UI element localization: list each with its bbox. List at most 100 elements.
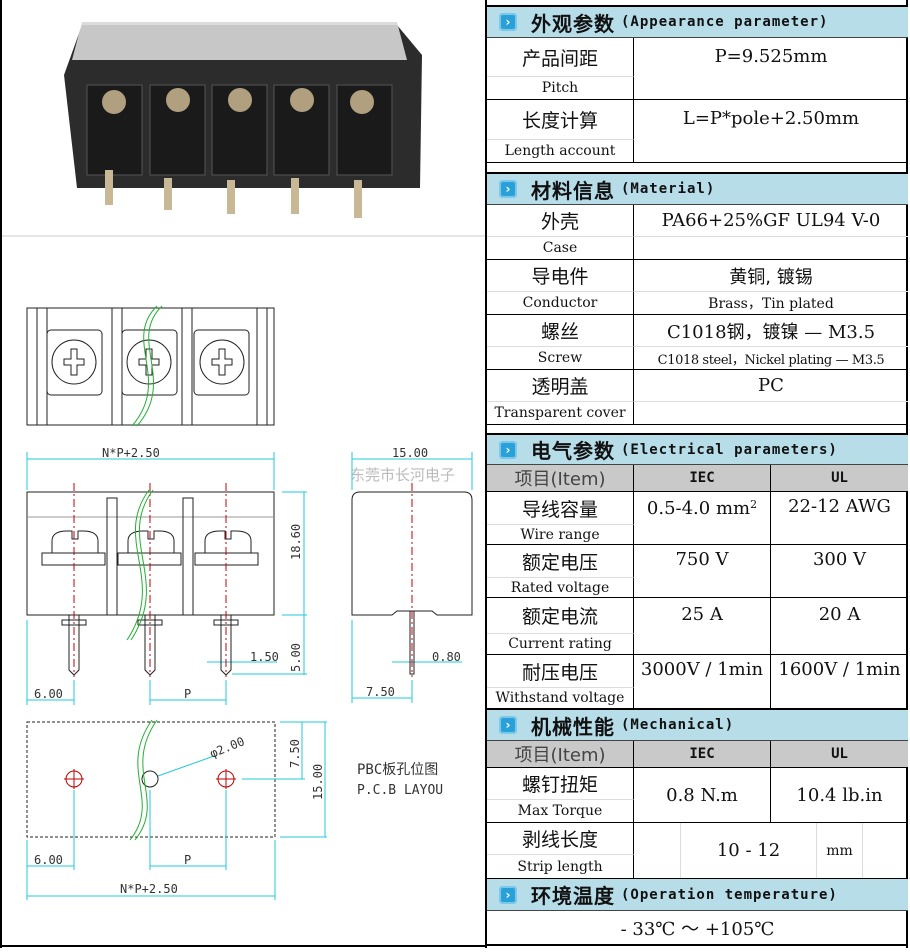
row-label-en: Pitch xyxy=(487,77,634,100)
row-label-cn: 导线容量 xyxy=(487,492,634,525)
temperature-value: - 33℃ ～ +105℃ xyxy=(620,918,775,940)
hole-diameter-dim: φ2.00 xyxy=(208,734,247,761)
table-row: 导电件 Conductor 黄铜, 镀锡 Brass，Tin plated xyxy=(487,260,908,315)
table-row: 额定电压 Rated voltage 750 V 300 V xyxy=(487,545,908,598)
side-view xyxy=(351,452,473,703)
section-title-en: (Appearance parameter) xyxy=(621,14,829,30)
chevron-right-icon: › xyxy=(499,440,517,459)
row-label-cn: 导电件 xyxy=(487,260,634,292)
ul-value: 20 A xyxy=(771,598,908,655)
table-row: 长度计算 Length account L=P*pole+2.50mm xyxy=(487,100,908,163)
row-value-en: Brass，Tin plated xyxy=(634,292,908,315)
technical-drawing: N*P+2.50 18.60 5.00 1.50 6.00 P 15.00 0.… xyxy=(2,22,485,947)
pitch-dim: P xyxy=(184,687,191,701)
front-view xyxy=(26,452,307,705)
drawing-panel: N*P+2.50 18.60 5.00 1.50 6.00 P 15.00 0.… xyxy=(0,0,485,948)
item-header-row: 项目(Item) IEC UL xyxy=(487,465,908,492)
ul-value: 1600V / 1min xyxy=(771,655,908,709)
table-row: 螺丝 Screw C1018钢，镀镍 — M3.5 C1018 steel，Ni… xyxy=(487,315,908,370)
row-label-cn: 产品间距 xyxy=(487,38,634,77)
iec-value: 3000V / 1min xyxy=(634,655,771,709)
row-label-en: Screw xyxy=(487,347,634,370)
row-value: P=9.525mm xyxy=(634,38,908,100)
iec-value-sup: 2 xyxy=(750,498,758,511)
row-label-en: Transparent cover xyxy=(487,402,634,425)
iec-value: 25 A xyxy=(634,598,771,655)
row-label-cn: 螺丝 xyxy=(487,315,634,347)
header-ul: UL xyxy=(831,746,848,762)
watermark: 东莞市长河电子 xyxy=(350,466,455,484)
row-label-cn: 外壳 xyxy=(487,205,634,237)
iec-value-text: 0.5-4.0 mm xyxy=(646,498,751,519)
row-label-en: Max Torque xyxy=(487,800,634,823)
row-label-en: Conductor xyxy=(487,292,634,315)
pcb-title-cn: PBC板孔位图 xyxy=(357,762,438,778)
row-label-en: Case xyxy=(487,237,634,260)
header-item: 项目(Item) xyxy=(487,741,634,767)
row-label-cn: 长度计算 xyxy=(487,100,634,140)
row-label-cn: 透明盖 xyxy=(487,370,634,402)
ul-value: 300 V xyxy=(771,545,908,598)
row-label-cn: 螺钉扭矩 xyxy=(487,768,634,800)
header-iec: IEC xyxy=(634,465,771,491)
pcb-layout xyxy=(26,719,327,900)
row-value: L=P*pole+2.50mm xyxy=(634,100,908,163)
pcb-half-dim: 7.50 xyxy=(288,739,302,768)
row-label-en: Length account xyxy=(487,140,634,163)
table-row: 剥线长度 Strip length 10 - 12 mm xyxy=(487,823,908,878)
table-row: - 33℃ ～ +105℃ xyxy=(487,911,908,946)
strip-length-unit: mm xyxy=(817,823,863,878)
spec-table: › 外观参数 (Appearance parameter) 产品间距 Pitch… xyxy=(485,0,908,948)
section-title-cn: 材料信息 xyxy=(531,178,615,203)
section-appearance: › 外观参数 (Appearance parameter) xyxy=(487,5,908,38)
iec-value: 750 V xyxy=(634,545,771,598)
section-title-en: (Mechanical) xyxy=(621,717,735,733)
pcb-pitch-dim: P xyxy=(184,853,191,867)
item-header-row: 项目(Item) IEC UL xyxy=(487,741,908,768)
header-item: 项目(Item) xyxy=(487,465,634,491)
ul-value: 22-12 AWG xyxy=(771,492,908,545)
table-row: 螺钉扭矩 Max Torque 0.8 N.m 10.4 lb.in xyxy=(487,768,908,823)
row-label-en: Withstand voltage xyxy=(487,688,634,709)
section-material: › 材料信息 (Material) xyxy=(487,172,908,205)
row-label-cn: 额定电流 xyxy=(487,598,634,634)
side-offset-dim: 7.50 xyxy=(366,685,395,699)
chevron-right-icon: › xyxy=(499,885,517,904)
pcb-edge-offset-dim: 6.00 xyxy=(34,853,63,867)
side-width-dim: 15.00 xyxy=(392,446,428,460)
header-iec: IEC xyxy=(634,741,771,767)
row-label-en: Rated voltage xyxy=(487,578,634,598)
total-length-dim: N*P+2.50 xyxy=(102,446,160,460)
section-title-cn: 机械性能 xyxy=(531,714,615,739)
section-title-cn: 电气参数 xyxy=(531,439,615,463)
ul-value: 10.4 lb.in xyxy=(771,768,908,823)
pin-width-dim: 1.50 xyxy=(250,650,279,664)
chevron-right-icon: › xyxy=(499,13,517,31)
row-label-en: Current rating xyxy=(487,634,634,655)
section-title-cn: 环境温度 xyxy=(531,884,615,908)
pcb-depth-dim: 15.00 xyxy=(311,764,325,800)
section-title-en: (Operation temperature) xyxy=(621,886,838,903)
pcb-total-length-dim: N*P+2.50 xyxy=(120,882,178,896)
row-label-cn: 额定电压 xyxy=(487,545,634,578)
table-row: 耐压电压 Withstand voltage 3000V / 1min 1600… xyxy=(487,655,908,709)
table-row: 透明盖 Transparent cover PC xyxy=(487,370,908,425)
row-label-cn: 耐压电压 xyxy=(487,655,634,688)
strip-length-value: 10 - 12 xyxy=(680,823,817,878)
header-ul: UL xyxy=(831,470,848,486)
row-value: PA66+25%GF UL94 V-0 xyxy=(634,205,908,237)
top-view xyxy=(26,305,275,427)
pin-thickness-dim: 0.80 xyxy=(432,650,461,664)
section-mechanical: › 机械性能 (Mechanical) xyxy=(487,709,908,741)
section-title-cn: 外观参数 xyxy=(531,11,615,36)
chevron-right-icon: › xyxy=(499,716,517,734)
iec-value: 0.8 N.m xyxy=(634,768,771,823)
product-photo xyxy=(64,22,422,218)
section-temperature: › 环境温度 (Operation temperature) xyxy=(487,878,908,911)
row-value: C1018钢，镀镍 — M3.5 xyxy=(634,315,908,347)
pcb-title-en: P.C.B LAYOU xyxy=(357,783,443,798)
section-title-en: (Material) xyxy=(621,181,716,197)
row-value: PC xyxy=(634,370,908,402)
